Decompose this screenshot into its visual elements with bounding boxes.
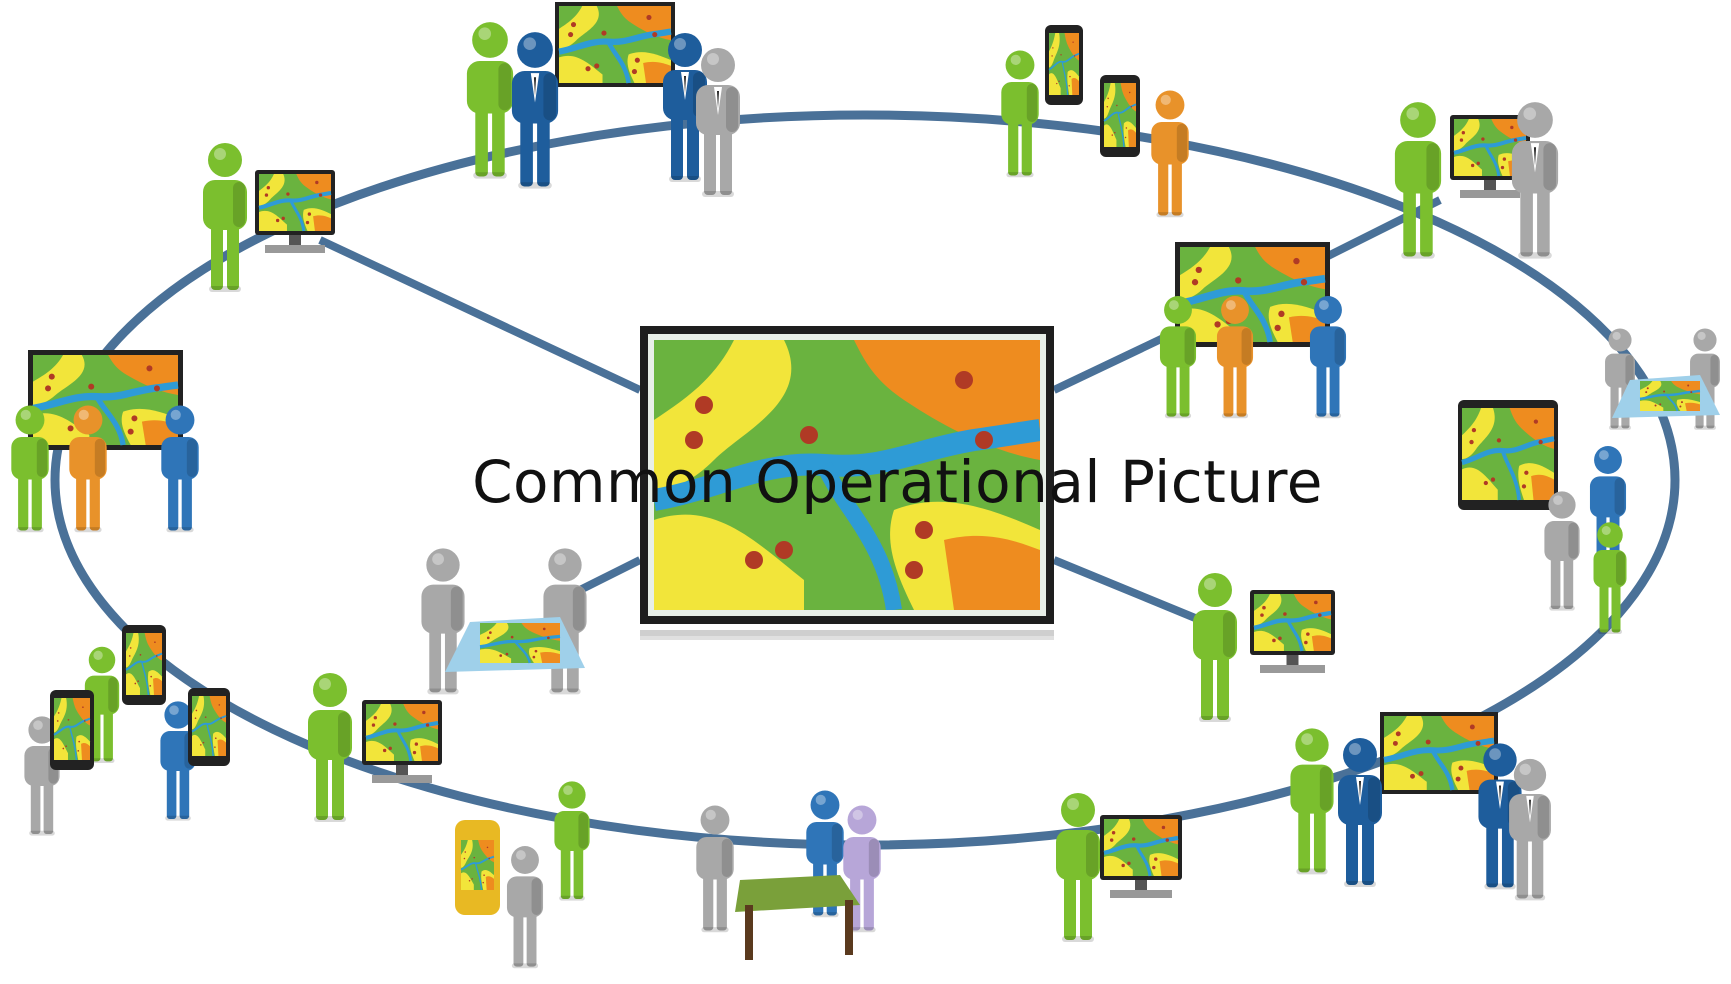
person-with-tablet-icon xyxy=(1458,400,1627,634)
people-with-handhelds-icon xyxy=(24,625,230,836)
group-at-wall-map-icon xyxy=(11,350,199,533)
person-at-computer-icon xyxy=(1056,793,1182,942)
person-at-computer-icon xyxy=(308,673,442,822)
person-at-computer-icon xyxy=(1394,102,1559,259)
group-at-wall-map-icon xyxy=(1159,242,1347,419)
group-at-wall-map-icon xyxy=(1290,712,1551,901)
group-at-wall-map-icon xyxy=(466,2,740,197)
people-at-map-table-icon xyxy=(696,790,881,960)
people-at-map-table-icon xyxy=(421,548,587,695)
person-with-gps-icon xyxy=(455,781,590,969)
people-at-map-table-icon xyxy=(1605,328,1720,430)
screen-reflection xyxy=(640,630,1054,826)
people-with-handhelds-icon xyxy=(1001,25,1189,218)
network-nodes xyxy=(11,2,1720,969)
person-at-computer-icon xyxy=(203,143,335,292)
person-at-computer-icon xyxy=(1193,573,1335,722)
central-map-screen xyxy=(640,326,1054,624)
